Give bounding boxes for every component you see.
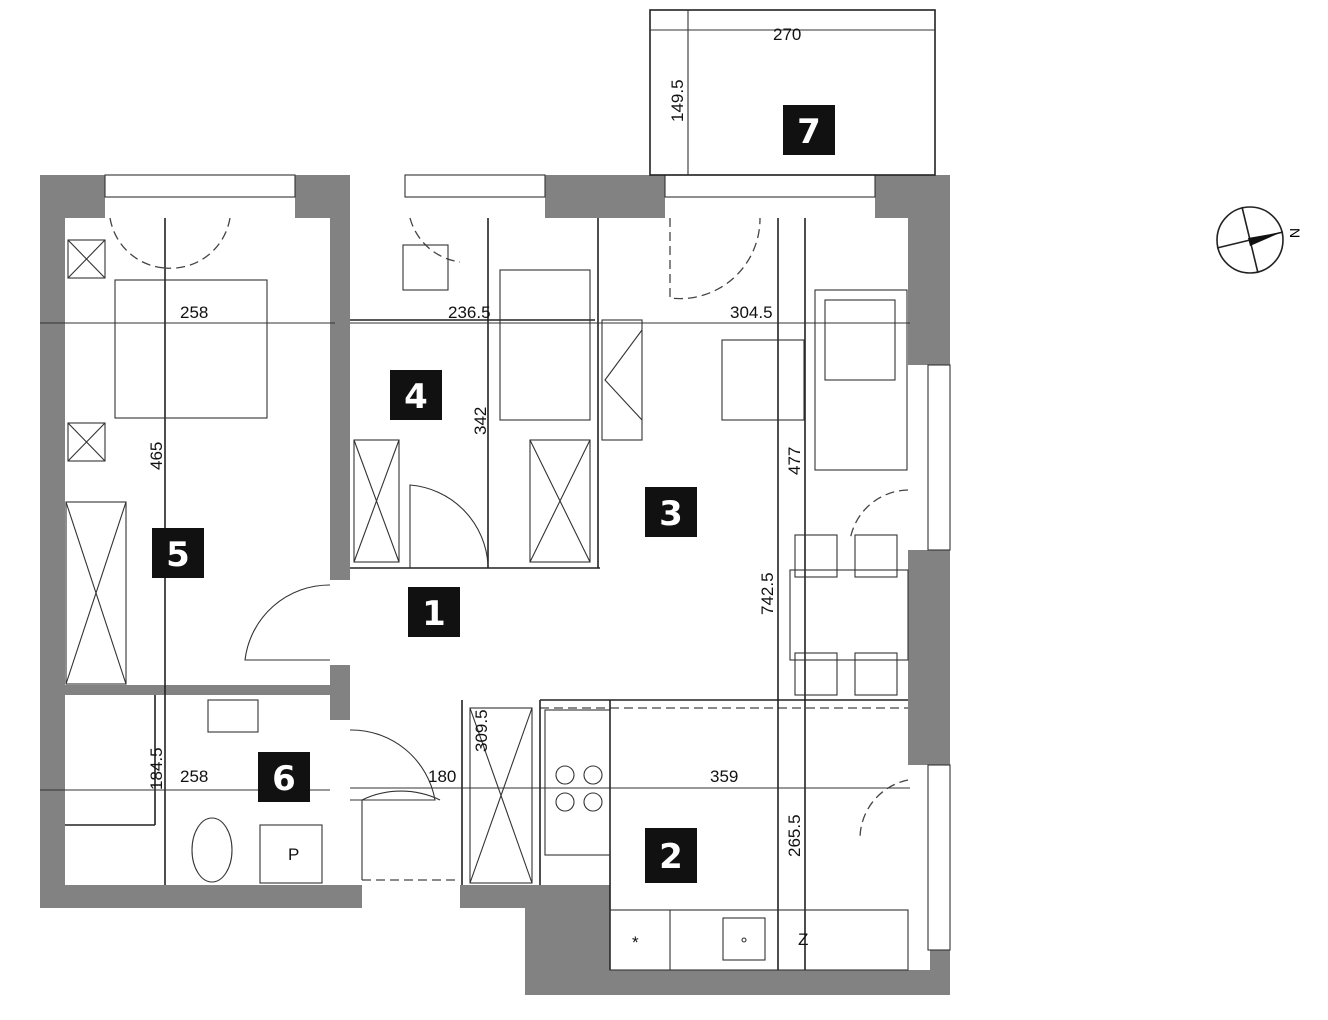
dim-room5-width: 258 (180, 303, 208, 322)
dim-balcony-depth: 149.5 (668, 79, 687, 122)
svg-text:6: 6 (272, 759, 296, 799)
dim-room6-width: 258 (180, 767, 208, 786)
room-tag-1: 1 (408, 587, 460, 637)
dim-room4-width: 236.5 (448, 303, 491, 322)
dim-room4-length: 342 (471, 407, 490, 435)
dim-room5-length: 465 (147, 442, 166, 470)
washer-label: P (288, 845, 299, 864)
dim-balcony-width: 270 (773, 25, 801, 44)
room-tag-7: 7 (783, 105, 835, 155)
compass-icon: N (1216, 206, 1303, 274)
dim-kitchen-length: 265.5 (785, 814, 804, 857)
svg-text:7: 7 (797, 112, 821, 152)
compass-north-label: N (1287, 228, 1303, 238)
windows (104, 174, 951, 951)
svg-text:4: 4 (404, 377, 428, 417)
svg-text:3: 3 (659, 494, 683, 534)
svg-text:5: 5 (166, 535, 190, 575)
fixture-labels: P Z * (288, 845, 808, 952)
svg-text:1: 1 (422, 594, 446, 634)
fridge-label: Z (798, 930, 808, 949)
svg-text:2: 2 (659, 837, 683, 877)
furniture (65, 239, 909, 971)
partitions (65, 218, 908, 970)
room-tag-2: 2 (645, 828, 697, 883)
room-tag-4: 4 (390, 370, 442, 420)
dim-room3-length-a: 477 (785, 447, 804, 475)
dim-room3-length-b: 742.5 (758, 572, 777, 615)
room-tag-5: 5 (152, 528, 204, 578)
dim-room6-length: 184.5 (147, 747, 166, 790)
doors (109, 217, 909, 880)
dim-hall-length: 309.5 (472, 709, 491, 752)
dim-kitchen-width: 359 (710, 767, 738, 786)
dim-room3-width: 304.5 (730, 303, 773, 322)
hob-symbol: * (632, 933, 639, 952)
dim-hall-width: 180 (428, 767, 456, 786)
dimension-texts: 270 149.5 258 465 236.5 342 304.5 477 74… (147, 25, 804, 857)
room-tag-3: 3 (645, 487, 697, 537)
walls (40, 175, 950, 995)
room-tag-6: 6 (258, 752, 310, 802)
